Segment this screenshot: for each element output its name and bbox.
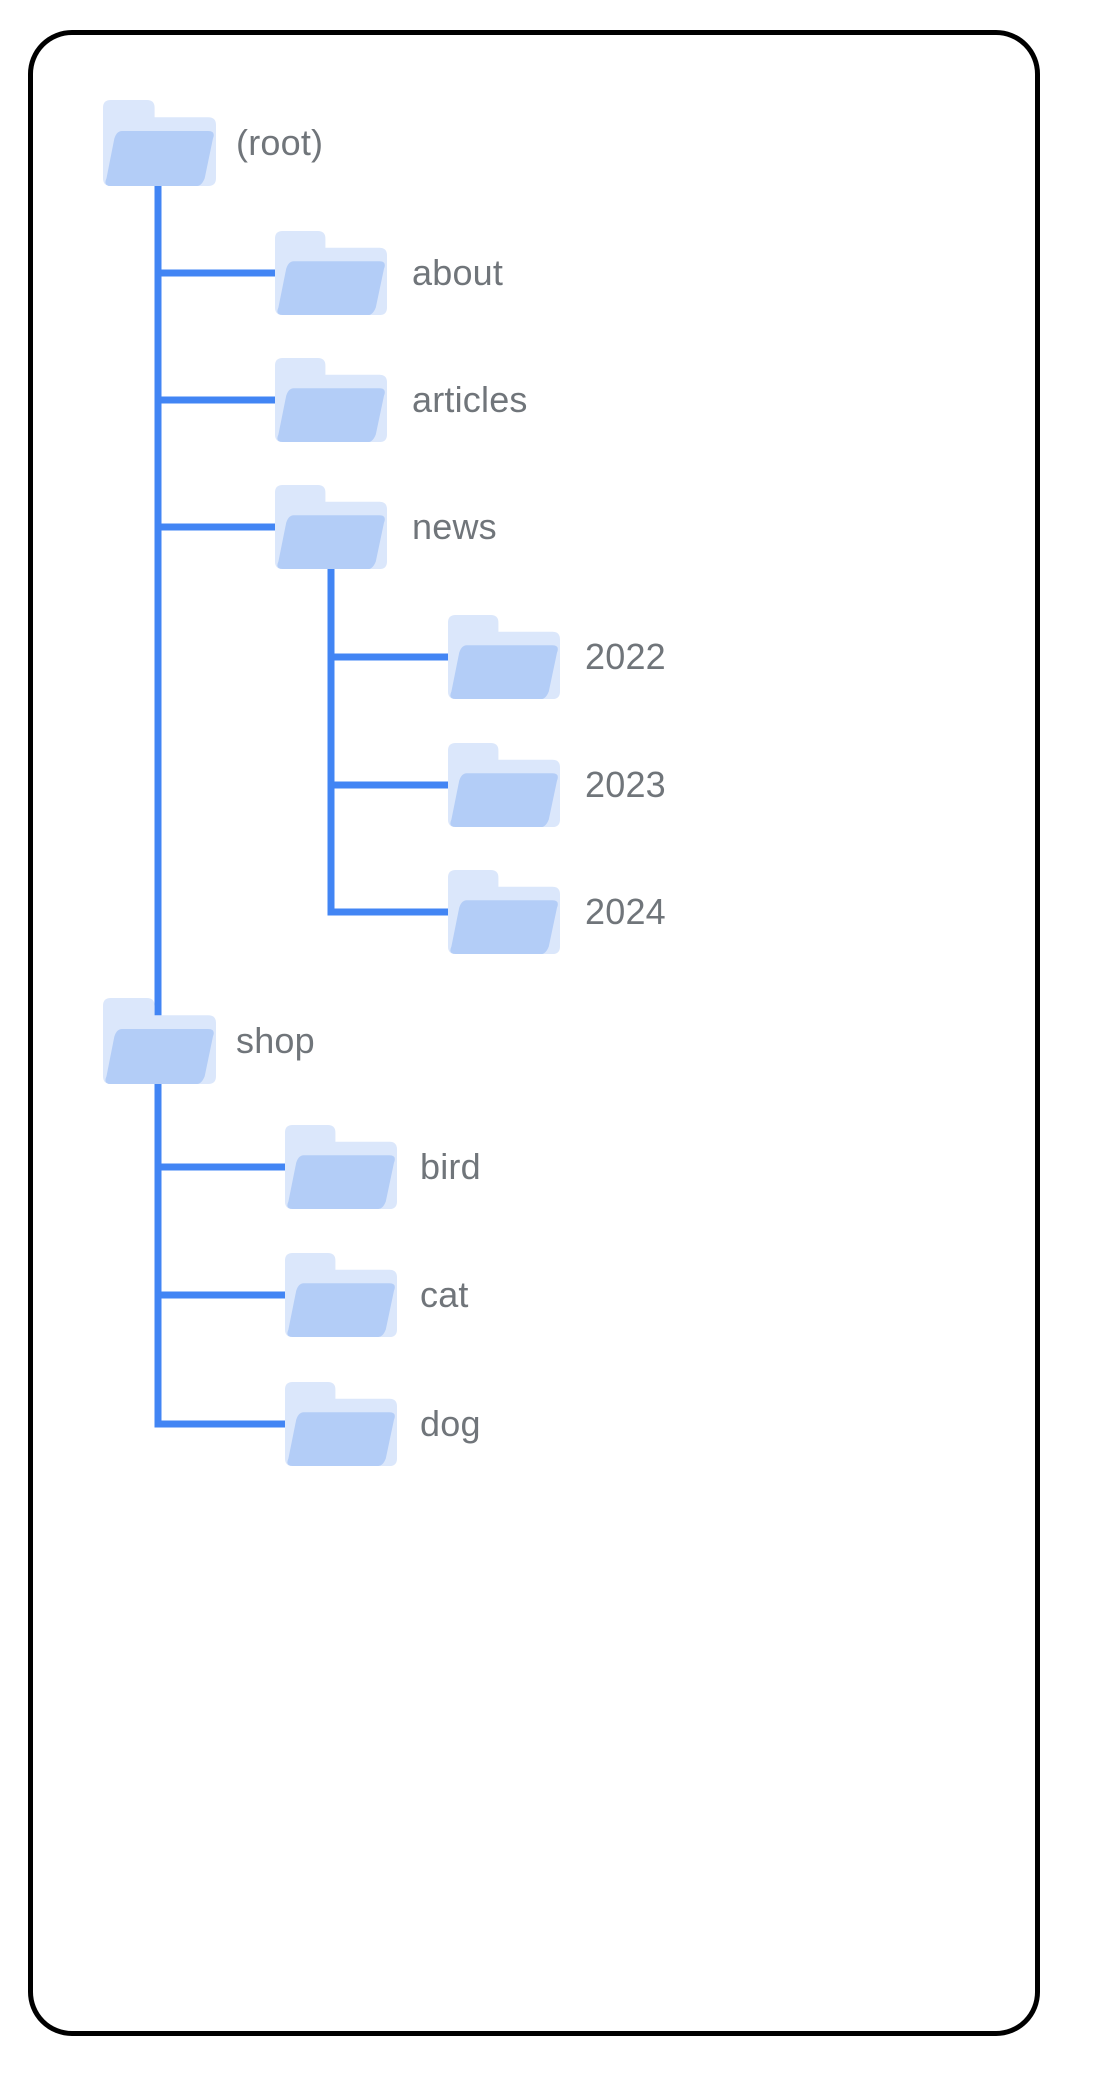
folder-icon xyxy=(448,743,560,827)
folder-icon xyxy=(103,998,216,1084)
folder-icon xyxy=(275,231,387,315)
tree-node-label: shop xyxy=(236,1020,315,1061)
tree-node-2023[interactable]: 2023 xyxy=(448,743,666,827)
folder-icon xyxy=(285,1125,397,1209)
tree-node-label: articles xyxy=(412,379,528,420)
folder-icon xyxy=(448,870,560,954)
folder-icon xyxy=(103,100,216,186)
tree-node-about[interactable]: about xyxy=(275,231,503,315)
folder-icon xyxy=(285,1253,397,1337)
tree-node-label: cat xyxy=(420,1274,469,1315)
tree-node-dog[interactable]: dog xyxy=(285,1382,481,1466)
tree-node-label: (root) xyxy=(236,122,324,163)
folder-icon xyxy=(285,1382,397,1466)
tree-node-label: about xyxy=(412,252,504,293)
folder-icon xyxy=(275,485,387,569)
tree-node-articles[interactable]: articles xyxy=(275,358,528,442)
tree-node-label: bird xyxy=(420,1146,481,1187)
tree-node-label: 2023 xyxy=(585,764,666,805)
tree-node-label: 2022 xyxy=(585,636,666,677)
tree-node-label: 2024 xyxy=(585,891,666,932)
tree-node-2022[interactable]: 2022 xyxy=(448,615,666,699)
tree-node-cat[interactable]: cat xyxy=(285,1253,469,1337)
tree-node-root[interactable]: (root) xyxy=(103,100,323,186)
folder-icon xyxy=(275,358,387,442)
tree-node-bird[interactable]: bird xyxy=(285,1125,481,1209)
tree-node-news[interactable]: news xyxy=(275,485,497,569)
folder-icon xyxy=(448,615,560,699)
tree-node-shop[interactable]: shop xyxy=(103,998,315,1084)
tree-node-2024[interactable]: 2024 xyxy=(448,870,666,954)
tree-node-label: news xyxy=(412,506,497,547)
tree-node-label: dog xyxy=(420,1403,481,1444)
